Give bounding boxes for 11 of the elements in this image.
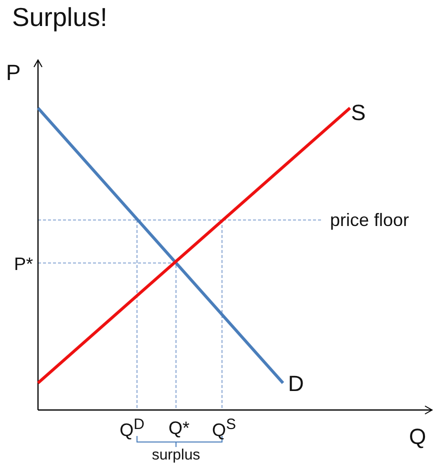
axis-label: S (351, 102, 366, 124)
axis-label: Q$^{S}$ (212, 417, 236, 439)
axis-label: P* (14, 255, 34, 273)
axis-label: price floor (330, 211, 410, 229)
axis-label: Q* (168, 419, 190, 437)
axis-label: Q (409, 426, 426, 448)
axis-label: P (6, 62, 21, 84)
axis-label: surplus (152, 448, 200, 462)
axis-label: D (288, 373, 304, 395)
title: Surplus! (12, 2, 108, 33)
axis-label: Q$^{D}$ (120, 417, 144, 439)
